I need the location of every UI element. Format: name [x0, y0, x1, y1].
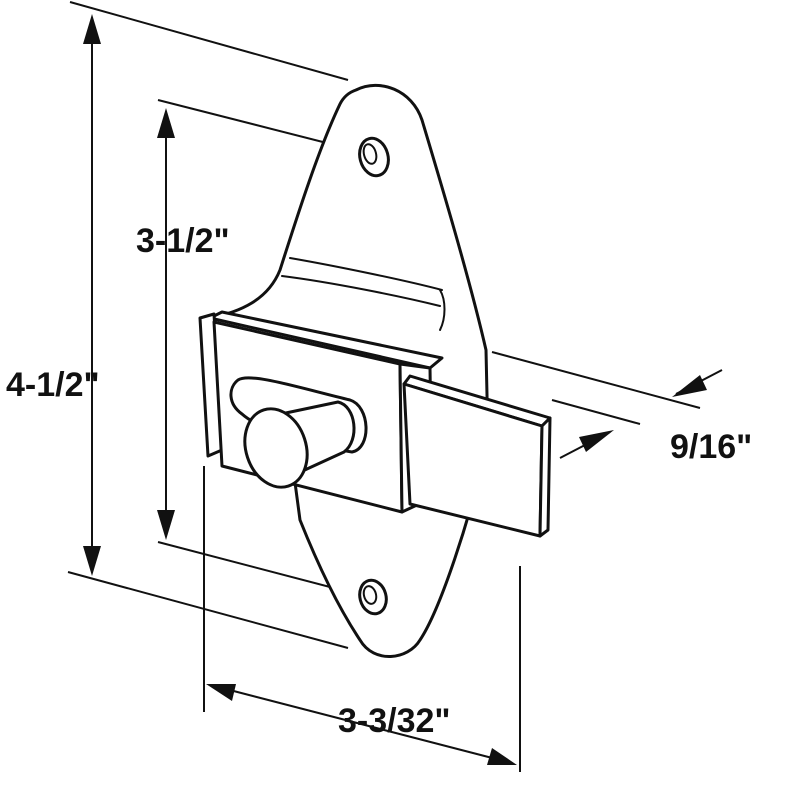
- label-bolt-width: 9/16": [670, 428, 753, 466]
- mounting-hole-bottom: [358, 578, 388, 616]
- label-hole-spacing: 3-1/2": [136, 222, 230, 260]
- dimension-overall-height: [83, 14, 101, 576]
- dimension-hole-spacing: [157, 108, 175, 540]
- dimension-bolt-width: [559, 369, 723, 459]
- mounting-hole-top: [358, 136, 390, 178]
- label-overall-height: 4-1/2": [6, 366, 100, 404]
- label-overall-width: 3-3/32": [338, 702, 451, 740]
- slide-knob: [243, 400, 356, 489]
- slide-bolt: [402, 374, 552, 538]
- extension-lines: [67, 1, 701, 772]
- dimension-overall-width: [206, 684, 517, 765]
